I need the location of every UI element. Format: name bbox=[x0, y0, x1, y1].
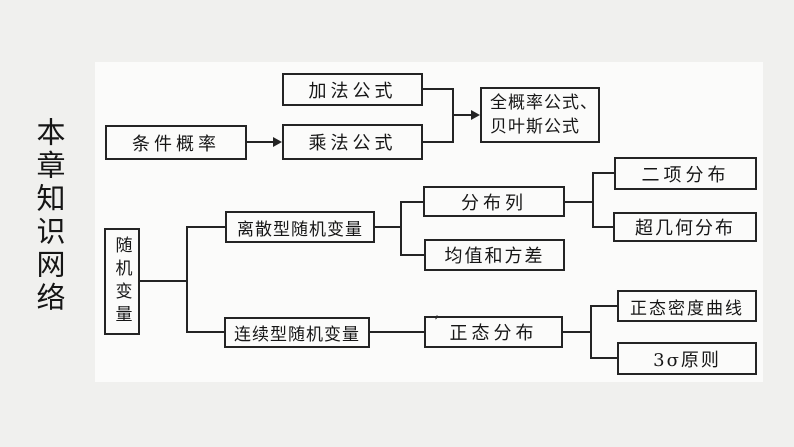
connector-to-binomial bbox=[592, 172, 614, 174]
connector-to-discrete bbox=[186, 226, 225, 228]
node-label: 分布列 bbox=[461, 192, 527, 214]
connector-bracket-to-total bbox=[452, 114, 472, 116]
node-label: 二项分布 bbox=[641, 164, 730, 186]
node-multiplication-formula: 乘法公式 bbox=[282, 124, 423, 160]
bracket-normal bbox=[590, 305, 592, 359]
node-label: 条件概率 bbox=[132, 133, 220, 155]
connector-distlist-to-bracket bbox=[565, 201, 592, 203]
connector-to-hypergeometric bbox=[592, 226, 613, 228]
node-label: 连续型随机变量 bbox=[234, 325, 360, 345]
node-label-line1: 全概率公式、 bbox=[490, 93, 598, 113]
connector-discrete-to-bracket bbox=[375, 226, 400, 228]
bracket-random-variable bbox=[186, 226, 188, 333]
node-label: 超几何分布 bbox=[635, 218, 735, 239]
node-three-sigma-rule: 3σ原则 bbox=[617, 342, 757, 375]
connector-normal-to-bracket bbox=[563, 331, 590, 333]
node-distribution-list: 分布列 bbox=[423, 186, 565, 217]
node-label: 随机变量 bbox=[111, 235, 132, 328]
node-random-variable: 随机变量 bbox=[104, 228, 140, 335]
node-normal-density-curve: 正态密度曲线 bbox=[617, 290, 757, 322]
stray-mark: ’ bbox=[434, 312, 440, 331]
chapter-title: 本章知识网络 bbox=[32, 116, 66, 315]
arrowhead-icon bbox=[273, 137, 282, 147]
node-label: 加法公式 bbox=[308, 80, 397, 102]
connector-cond-to-mul bbox=[247, 141, 276, 143]
node-conditional-probability: 条件概率 bbox=[105, 125, 247, 160]
bracket-discrete bbox=[400, 201, 402, 256]
node-label-line2: 贝叶斯公式 bbox=[490, 117, 580, 137]
node-label: 3σ原则 bbox=[653, 349, 721, 371]
connector-add-to-bracket bbox=[423, 88, 452, 90]
connector-random-to-bracket bbox=[140, 280, 186, 282]
node-label: 正态密度曲线 bbox=[630, 298, 744, 319]
node-continuous-random-variable: 连续型随机变量 bbox=[224, 317, 370, 348]
connector-to-density-curve bbox=[590, 305, 617, 307]
node-discrete-random-variable: 离散型随机变量 bbox=[225, 211, 375, 243]
connector-to-continuous bbox=[186, 331, 224, 333]
node-label: 正态分布 bbox=[449, 323, 538, 344]
bracket-distribution-list bbox=[592, 172, 594, 228]
connector-to-distribution-list bbox=[400, 201, 423, 203]
connector-to-three-sigma bbox=[590, 357, 617, 359]
connector-continuous-to-normal bbox=[370, 331, 424, 333]
node-mean-and-variance: 均值和方差 bbox=[424, 239, 565, 271]
node-normal-distribution: 正态分布 bbox=[424, 316, 563, 348]
node-label: 均值和方差 bbox=[444, 246, 545, 267]
connector-mul-to-bracket bbox=[423, 141, 452, 143]
node-total-probability-bayes: 全概率公式、 贝叶斯公式 bbox=[480, 87, 600, 143]
node-hypergeometric-distribution: 超几何分布 bbox=[613, 212, 757, 242]
connector-to-mean-variance bbox=[400, 254, 424, 256]
node-binomial-distribution: 二项分布 bbox=[614, 157, 757, 190]
node-label: 乘法公式 bbox=[308, 133, 397, 154]
node-addition-formula: 加法公式 bbox=[282, 73, 423, 106]
arrowhead-icon bbox=[471, 110, 480, 120]
node-label: 离散型随机变量 bbox=[237, 219, 363, 240]
